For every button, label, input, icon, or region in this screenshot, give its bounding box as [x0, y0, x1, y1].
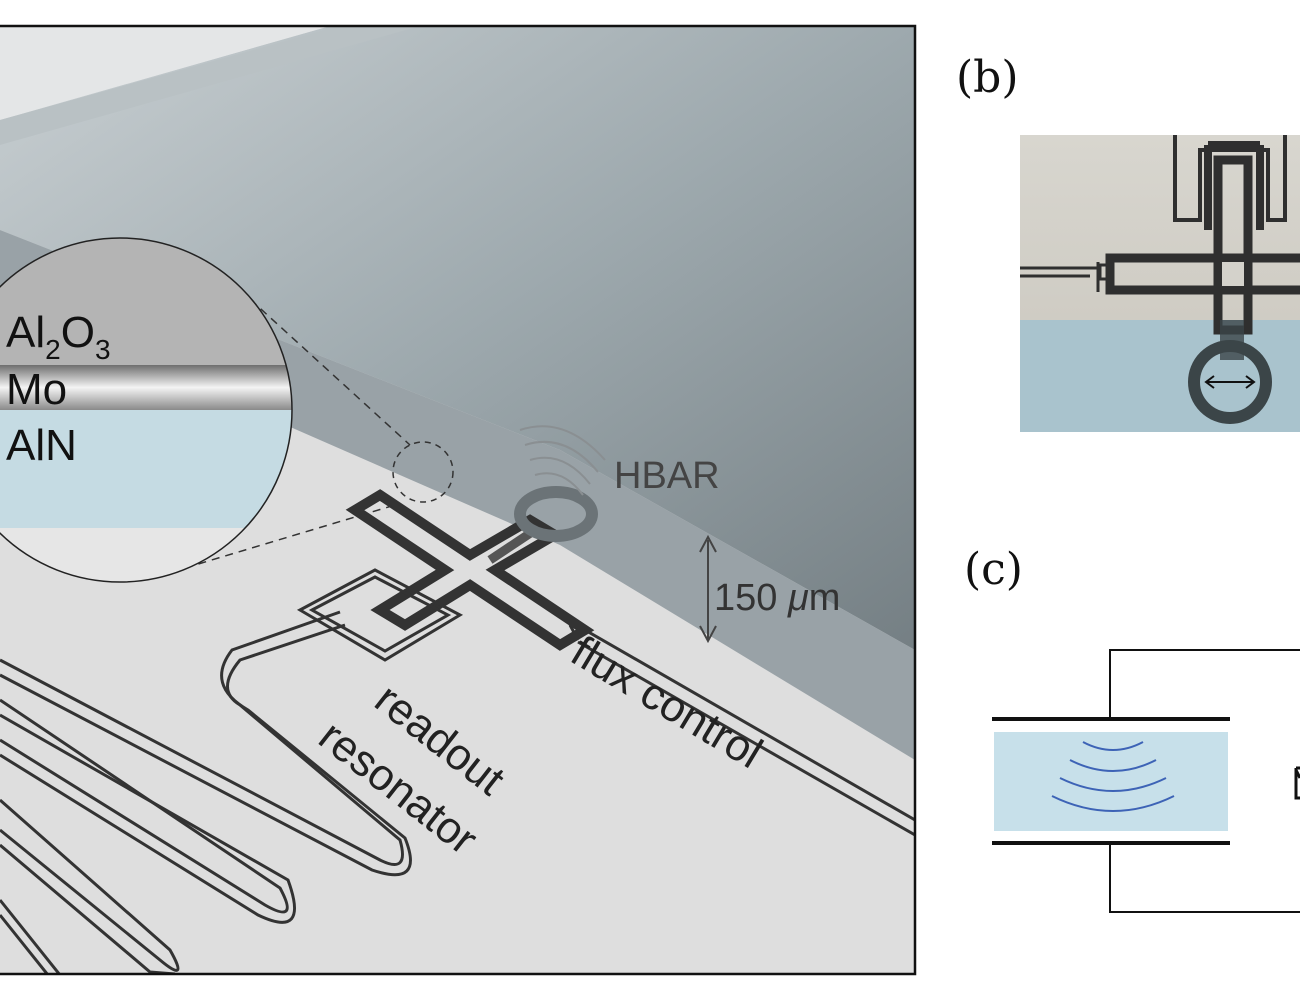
- chip-highlight: [0, 26, 330, 120]
- chip-edge: [0, 26, 420, 145]
- mo-label: Mo: [6, 365, 67, 414]
- hbar-disk: [487, 486, 598, 564]
- zoom-line-top: [239, 289, 411, 446]
- hbar-label: HBAR: [614, 455, 720, 497]
- panel-a-frame: [0, 24, 917, 976]
- piezo-layer: [994, 732, 1228, 831]
- panel-b-photo: [1020, 135, 1300, 432]
- panel-c-label: (c): [964, 544, 1023, 595]
- zoom-circle: [392, 441, 454, 503]
- al2o3-label: Al2O3: [6, 308, 111, 365]
- acoustic-wave-arcs: [1051, 741, 1175, 812]
- hbar-chip: [0, 26, 915, 650]
- aln-label: AlN: [6, 421, 77, 470]
- mo-layer: [0, 365, 292, 410]
- readout-meander: [0, 610, 412, 974]
- acoustic-waves: [519, 425, 606, 496]
- zoom-line-bottom: [184, 504, 396, 569]
- panel-a: Al2O3 Mo AlN HBAR 150 μm flux control re…: [0, 26, 915, 974]
- junction-symbol: [1294, 766, 1300, 800]
- panel-b-label: (b): [956, 52, 1019, 103]
- panel-c-circuit: [992, 649, 1300, 913]
- scale-label: 150 μm: [714, 577, 840, 619]
- qubit-cross: [296, 489, 595, 662]
- hbar-region: [1020, 320, 1300, 432]
- circuit-wire-top: [1109, 649, 1300, 718]
- circuit-wire-bottom: [1109, 843, 1300, 913]
- scale-bar: 150 μm: [699, 534, 840, 644]
- aln-layer: [0, 410, 292, 528]
